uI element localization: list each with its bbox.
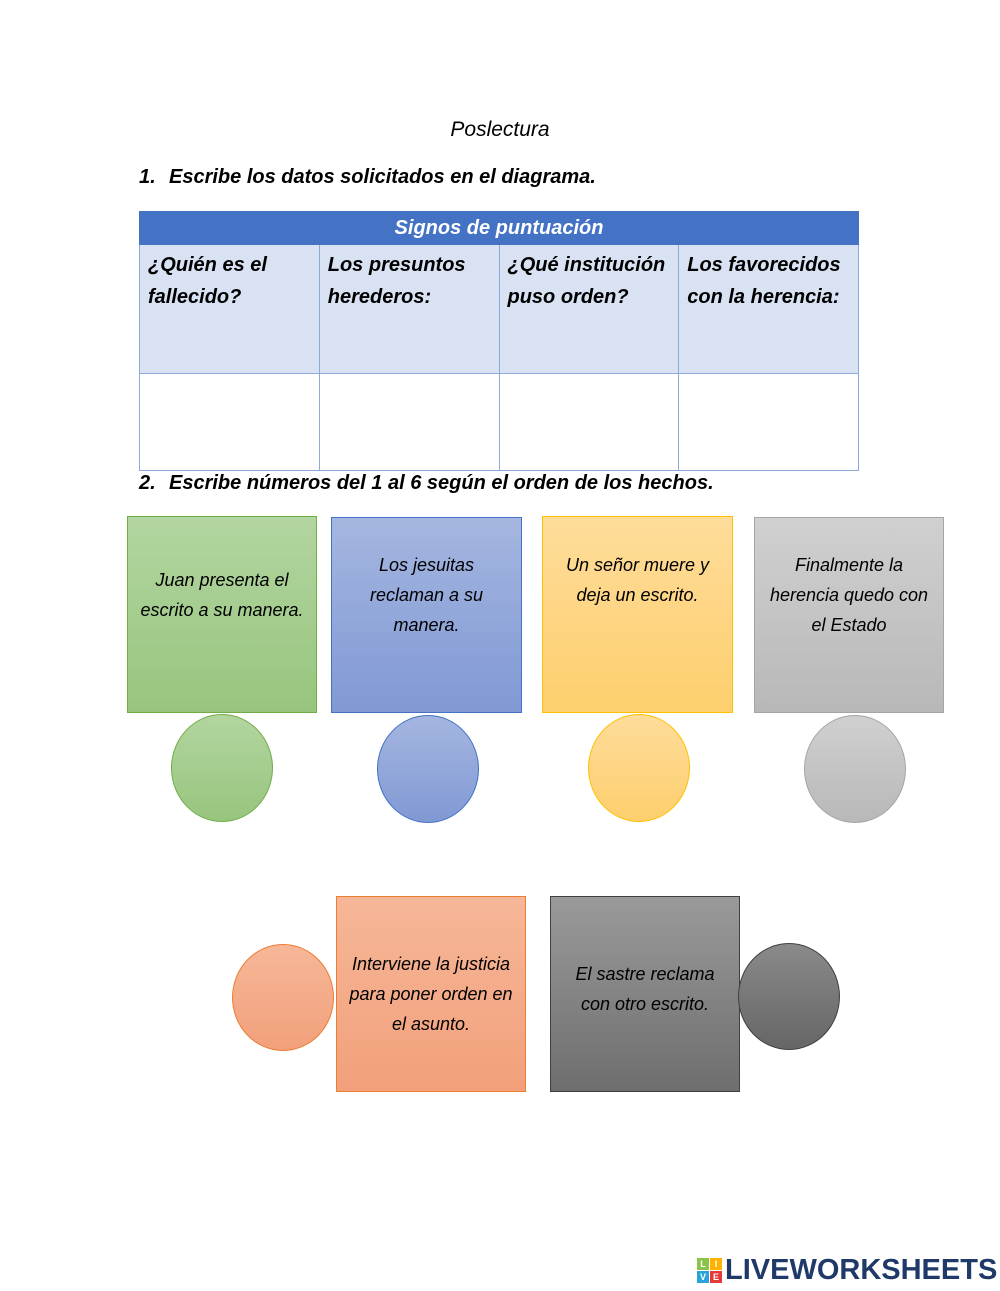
column-header: Los presuntos herederos: (318, 244, 500, 374)
page-title: Poslectura (450, 118, 550, 141)
logo-letter: L (697, 1258, 709, 1270)
question-2: 2. Escribe números del 1 al 6 según el or… (139, 472, 714, 495)
event-card: Interviene la justicia para poner orden … (336, 896, 526, 1092)
table-header: Signos de puntuación (139, 211, 859, 245)
column-header: ¿Quién es el fallecido? (139, 244, 320, 374)
event-card: Los jesuitas reclaman a su manera. (331, 517, 522, 713)
event-card: Juan presenta el escrito a su manera. (127, 516, 317, 713)
event-card: Un señor muere y deja un escrito. (542, 516, 733, 713)
logo-text: LIVEWORKSHEETS (725, 1254, 998, 1286)
answer-cell[interactable] (498, 373, 680, 471)
column-header: Los favorecidos con la herencia: (678, 244, 859, 374)
logo-icon: L I V E (697, 1258, 722, 1283)
number-input-circle[interactable] (171, 714, 273, 822)
column-header: ¿Qué institución puso orden? (498, 244, 680, 374)
logo-letter: E (710, 1271, 722, 1283)
event-card: El sastre reclama con otro escrito. (550, 896, 740, 1092)
question-number: 1. (139, 166, 156, 188)
question-text: Escribe números del 1 al 6 según el orde… (169, 472, 714, 494)
data-table: Signos de puntuación ¿Quién es el fallec… (139, 211, 859, 471)
question-number: 2. (139, 472, 156, 494)
logo-letter: V (697, 1271, 709, 1283)
answer-cell[interactable] (139, 373, 320, 471)
question-text: Escribe los datos solicitados en el diag… (169, 166, 596, 188)
event-card: Finalmente la herencia quedo con el Esta… (754, 517, 944, 713)
answer-cell[interactable] (678, 373, 859, 471)
question-1: 1. Escribe los datos solicitados en el di… (139, 166, 596, 189)
number-input-circle[interactable] (232, 944, 334, 1051)
liveworksheets-logo: L I V E LIVEWORKSHEETS (697, 1254, 997, 1287)
answer-cell[interactable] (318, 373, 500, 471)
number-input-circle[interactable] (804, 715, 906, 823)
number-input-circle[interactable] (377, 715, 479, 823)
number-input-circle[interactable] (588, 714, 690, 822)
number-input-circle[interactable] (738, 943, 840, 1050)
logo-letter: I (710, 1258, 722, 1270)
